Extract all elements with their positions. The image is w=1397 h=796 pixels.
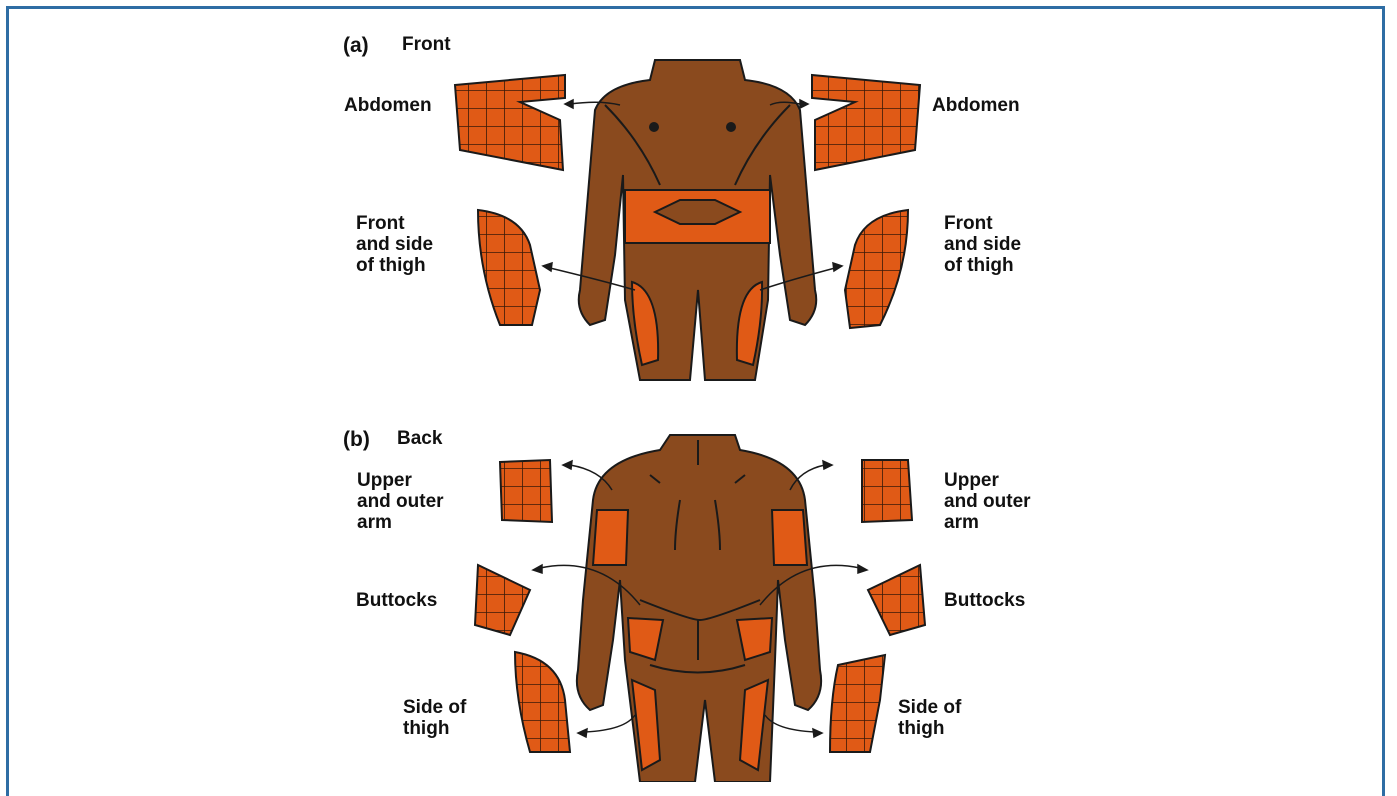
arm-label-left-line3: arm [357, 512, 392, 533]
thigh-patch-right [845, 210, 908, 328]
abdomen-patch-right [812, 75, 920, 170]
arm-label-right-line1: Upper [944, 470, 1000, 491]
buttocks-label-left: Buttocks [356, 590, 437, 611]
arm-label-left-line1: Upper [357, 470, 413, 491]
arm-label-right-line3: arm [944, 512, 979, 533]
front-section-label: (a) [343, 34, 369, 57]
side-thigh-label-right-line2: thigh [898, 718, 944, 739]
thigh-label-right-line1: Front [944, 213, 993, 234]
back-section: (b) Back [343, 428, 1031, 782]
thigh-label-left-line3: of thigh [356, 255, 426, 276]
back-body [577, 435, 821, 782]
abdomen-patch-left [455, 75, 565, 170]
back-section-title: Back [397, 428, 443, 449]
arm-label-right-line2: and outer [944, 491, 1031, 512]
arm-patch-right [862, 460, 912, 522]
arm-patch-left [500, 460, 552, 522]
thigh-label-left-line2: and side [356, 234, 433, 255]
front-body [579, 60, 817, 380]
thigh-label-left-line1: Front [356, 213, 405, 234]
front-section-title: Front [402, 34, 451, 55]
thigh-patch-left [478, 210, 540, 325]
abdomen-label-right: Abdomen [932, 95, 1020, 116]
side-thigh-patch-left [515, 652, 570, 752]
thigh-label-right-line3: of thigh [944, 255, 1014, 276]
thigh-label-right-line2: and side [944, 234, 1021, 255]
buttocks-label-right: Buttocks [944, 590, 1025, 611]
back-section-label: (b) [343, 428, 370, 451]
abdomen-label-left: Abdomen [344, 95, 432, 116]
back-arm-site-right [772, 510, 807, 565]
arm-label-left-line2: and outer [357, 491, 444, 512]
buttock-patch-right [868, 565, 925, 635]
front-section: (a) Front [343, 34, 1021, 380]
side-thigh-label-left-line1: Side of [403, 697, 467, 718]
side-thigh-label-left-line2: thigh [403, 718, 449, 739]
back-arm-site-left [593, 510, 628, 565]
side-thigh-patch-right [830, 655, 885, 752]
side-thigh-label-right-line1: Side of [898, 697, 962, 718]
buttock-patch-left [475, 565, 530, 635]
